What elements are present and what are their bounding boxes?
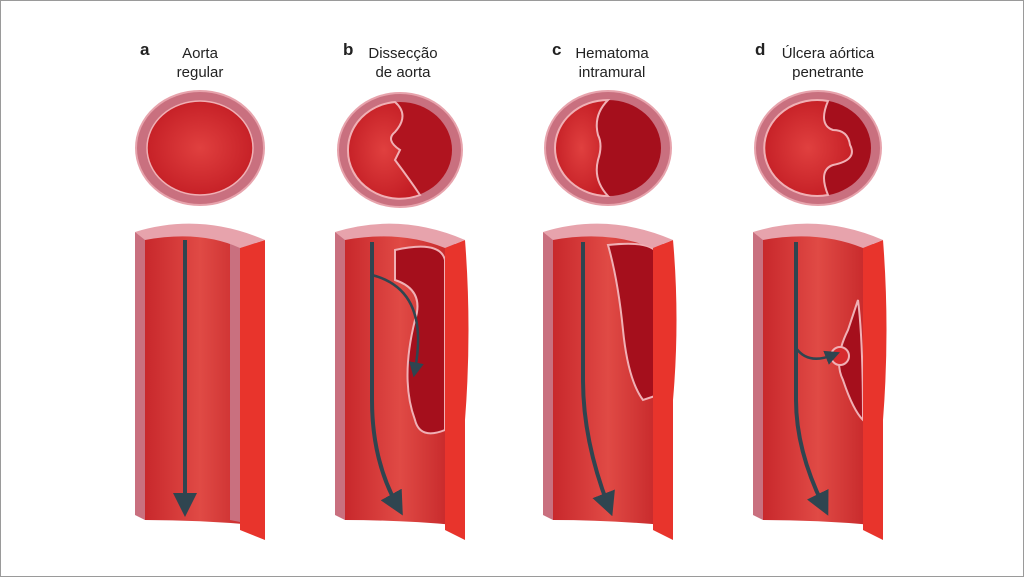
panel-title-line: Dissecção xyxy=(368,45,438,62)
panel-letter: b xyxy=(343,40,354,59)
panel-a-label: a Aorta regular xyxy=(140,40,340,100)
panel-d-graphic xyxy=(753,90,887,540)
panel-b-graphic xyxy=(335,92,469,540)
panel-letter: d xyxy=(755,40,766,59)
panel-title-line: penetrante xyxy=(792,64,864,81)
panel-letter: c xyxy=(552,40,562,59)
panel-letter: a xyxy=(140,40,150,59)
flow-arrow-c xyxy=(581,242,615,517)
panel-title-line: regular xyxy=(176,64,224,81)
flow-arrow-d xyxy=(794,242,829,516)
panel-a-graphic xyxy=(135,90,265,540)
panel-title-line: intramural xyxy=(578,64,646,81)
panel-title-line: Aorta xyxy=(182,45,218,62)
panel-title-line: Úlcera aórtica xyxy=(781,45,875,62)
vessel-a xyxy=(145,228,255,525)
panel-c-graphic xyxy=(543,90,677,540)
panel-title-line: de aorta xyxy=(375,64,431,81)
panel-c-label: c Hematoma intramural xyxy=(552,40,752,100)
panel-d-label: d Úlcera aórtica penetrante xyxy=(755,40,955,100)
panel-b-label: b Dissecção de aorta xyxy=(343,40,543,100)
flow-arrow-b xyxy=(370,242,403,516)
panel-title-line: Hematoma xyxy=(575,45,649,62)
vessel-d xyxy=(763,228,873,525)
